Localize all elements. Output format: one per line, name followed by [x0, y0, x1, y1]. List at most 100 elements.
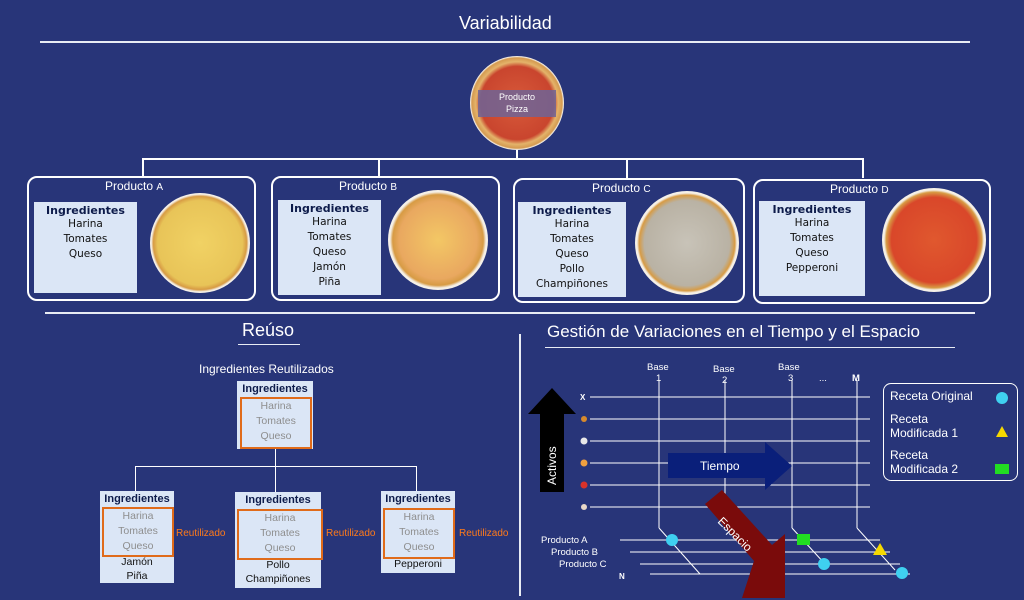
ingredient-item: Pollo: [559, 263, 585, 275]
modified-1-marker: [873, 543, 887, 555]
product-b-ingredients: Ingredientes Harina Tomates Queso Jamón …: [278, 200, 381, 295]
pizza-b-image: [388, 190, 488, 290]
base-3-num: 3: [788, 373, 793, 384]
product-a-card: Producto A Ingredientes Harina Tomates Q…: [27, 176, 256, 301]
garlic-icon: [581, 504, 587, 510]
original-marker: [666, 534, 678, 546]
base-2-label: Base: [713, 364, 735, 375]
tree-horizontal: [142, 158, 862, 160]
ingredient-item: Queso: [795, 247, 829, 259]
ingredient-item: Queso: [555, 248, 589, 260]
reuso-underline: [238, 344, 300, 345]
product-c-row-label: Producto C: [559, 559, 607, 570]
m-label: M: [852, 373, 860, 384]
ingredients-heading: Ingredientes: [104, 493, 170, 505]
original-marker: [818, 558, 830, 570]
shared-item: Harina: [264, 512, 296, 524]
shared-item: Queso: [122, 540, 154, 552]
tomato-icon: [580, 481, 588, 489]
derived-box-2: Ingredientes Pollo Champiñones: [235, 492, 321, 588]
shared-item: Harina: [260, 400, 292, 412]
gestion-title: Gestión de Variaciones en el Tiempo y el…: [547, 322, 920, 341]
ingredient-item: Piña: [318, 276, 341, 288]
ingredients-heading: Ingredientes: [532, 204, 612, 217]
root-pizza-label-box: Producto Pizza: [478, 90, 556, 117]
product-d-card: Producto D Ingredientes Harina Tomates Q…: [753, 179, 991, 304]
legend-mod2-label: Receta Modificada 2: [890, 448, 959, 476]
product-b-suffix: B: [390, 182, 398, 193]
shared-item: Harina: [403, 511, 435, 523]
time-space-diagram: Base 1 Base 2 Base 3 ... M X Producto A …: [528, 362, 910, 598]
pizza-d-image: [882, 188, 986, 292]
ingredient-item: Queso: [68, 248, 103, 260]
shared-item: Queso: [264, 542, 296, 554]
product-d-title: Producto D: [830, 182, 889, 196]
legend-mod1-label: Receta Modificada 1: [890, 412, 959, 440]
ingredient-item: Harina: [312, 216, 347, 228]
extra-item: Pollo: [266, 559, 290, 571]
shared-item: Queso: [403, 541, 435, 553]
vertical-divider: [519, 334, 521, 596]
shared-item: Harina: [122, 510, 154, 522]
ingredients-heading: Ingredientes: [245, 494, 311, 506]
activos-label: Activos: [545, 446, 559, 485]
base-1-num: 1: [656, 373, 661, 384]
reuse-leg-3: [416, 466, 417, 491]
time-grid: [590, 380, 910, 575]
modified-2-marker: [797, 534, 810, 545]
activos-arrow: Activos: [528, 388, 576, 492]
product-c-ingredients: Ingredientes Harina Tomates Queso Pollo …: [518, 202, 626, 297]
reuse-leg-1: [135, 466, 136, 491]
product-b-row-label: Producto B: [551, 547, 598, 558]
ingredient-item: Champiñones: [536, 278, 608, 290]
ingredients-heading: Ingredientes: [385, 493, 451, 505]
tree-leg-b: [378, 158, 380, 178]
reutilizado-label-2: Reutilizado: [326, 528, 376, 539]
pineapple-icon: [581, 416, 587, 422]
extra-item: Jamón: [121, 556, 153, 568]
base-2-num: 2: [722, 375, 727, 386]
ingredient-item: Tomates: [550, 233, 594, 245]
reuse-leg-2: [275, 466, 276, 492]
legend-square-icon: [995, 464, 1009, 474]
tree-leg-c: [626, 158, 628, 178]
tree-leg-d: [862, 158, 864, 178]
product-b-title: Producto B: [339, 179, 397, 193]
middle-divider: [45, 312, 975, 314]
ingredient-item: Tomates: [63, 233, 108, 245]
extra-item: Champiñones: [245, 573, 311, 585]
gestion-underline: [545, 347, 955, 348]
shared-item: Tomates: [118, 525, 158, 537]
ingredients-heading: Ingredientes: [242, 383, 308, 395]
reutilizado-label-1: Reutilizado: [176, 528, 226, 539]
product-a-ingredients: Ingredientes Harina Tomates Queso: [34, 202, 137, 293]
product-a-suffix: A: [156, 182, 164, 193]
variabilidad-title: Variabilidad: [459, 13, 552, 33]
product-b-card: Producto B Ingredientes Harina Tomates Q…: [271, 176, 500, 301]
derived-highlight-2: Harina Tomates Queso: [237, 509, 323, 560]
ingredient-item: Tomates: [790, 232, 834, 244]
ingredient-item: Tomates: [307, 231, 352, 243]
espacio-arrow: Espacio: [705, 490, 785, 598]
ingredients-heading: Ingredientes: [46, 204, 125, 217]
pizza-a-image: [150, 193, 250, 293]
ingredients-heading: Ingredientes: [290, 202, 369, 215]
base-3-label: Base: [778, 362, 800, 373]
chicken-icon: [580, 459, 588, 467]
ingredient-item: Harina: [794, 217, 830, 229]
extra-item: Piña: [126, 570, 148, 582]
top-divider: [40, 41, 970, 43]
ingredient-item: Jamón: [313, 261, 346, 273]
base-1-label: Base: [647, 362, 669, 373]
reuse-horizontal: [135, 466, 417, 467]
product-d-suffix: D: [881, 185, 889, 196]
tiempo-arrow: Tiempo: [668, 442, 792, 490]
extra-item: Pepperoni: [394, 558, 442, 570]
mushroom-icon: [580, 437, 588, 445]
product-d-ingredients: Ingredientes Harina Tomates Queso Pepper…: [759, 201, 865, 296]
shared-item: Tomates: [399, 526, 439, 538]
product-c-name: Producto: [592, 181, 641, 195]
reutilizado-label-3: Reutilizado: [459, 528, 509, 539]
legend-triangle-icon: [996, 426, 1008, 437]
root-label-line1: Producto: [498, 92, 536, 102]
